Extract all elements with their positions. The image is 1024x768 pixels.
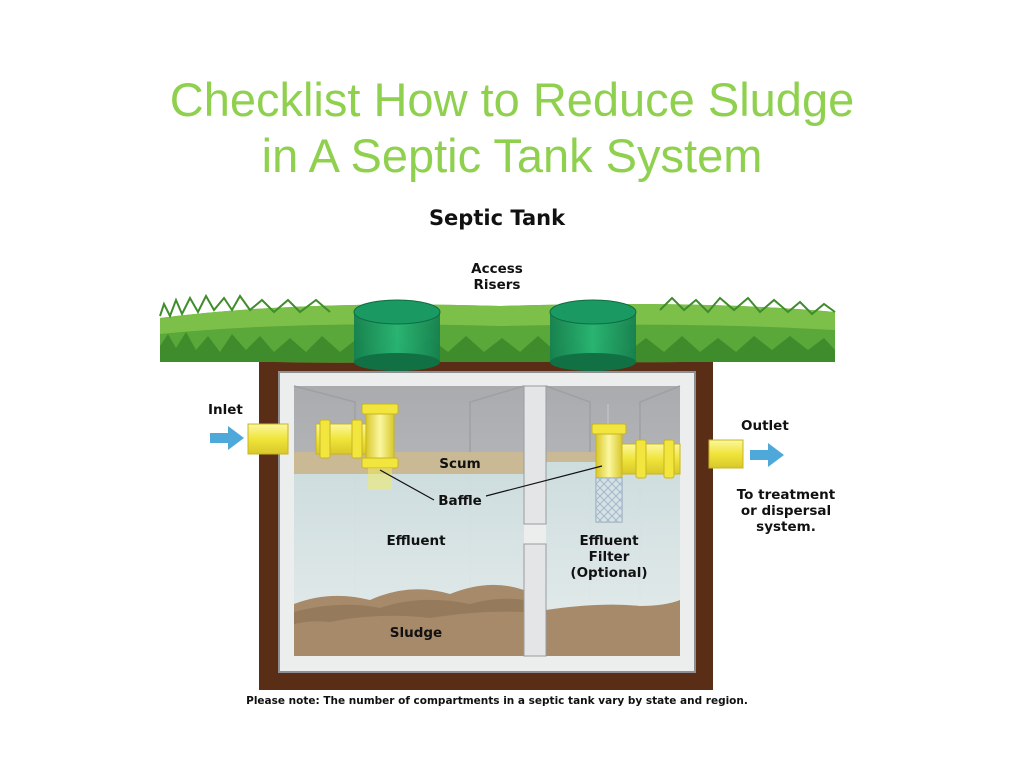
scum-layer (294, 452, 524, 474)
slide-title-line-1: Checklist How to Reduce Sludge (169, 73, 855, 126)
scum-label: Scum (439, 456, 480, 472)
effluent-filter (595, 477, 623, 523)
sludge-layer (294, 584, 524, 656)
access-risers-label-line-2: Risers (474, 277, 521, 293)
baffle-label: Baffle (438, 493, 482, 509)
sludge-label: Sludge (390, 625, 442, 641)
effluent-filter-label-line-3: (Optional) (570, 565, 647, 581)
effluent-filter-label-line-1: Effluent (579, 533, 639, 549)
inlet-pipe (247, 403, 399, 490)
access-riser-left (353, 299, 441, 371)
effluent-label: Effluent (386, 533, 446, 549)
diagram-title: Septic Tank (429, 206, 566, 230)
slide-title: Checklist How to Reduce Sludge in A Sept… (0, 72, 1024, 184)
outlet-arrow-icon (750, 443, 784, 467)
access-risers-label-line-1: Access (471, 261, 523, 277)
effluent-filter-label-line-2: Filter (589, 549, 630, 565)
outlet-label: Outlet (741, 418, 789, 434)
slide-title-line-2: in A Septic Tank System (261, 129, 763, 182)
access-riser-right (549, 299, 637, 371)
divider-wall (523, 385, 547, 657)
grass-strip (159, 293, 836, 363)
to-treatment-label-line-1: To treatment (737, 487, 836, 503)
inlet-arrow-icon (210, 426, 244, 450)
to-treatment-label-line-3: system. (756, 519, 816, 535)
to-treatment-label-line-2: or dispersal (741, 503, 831, 519)
compartment-note: Please note: The number of compartments … (246, 695, 748, 707)
inlet-label: Inlet (208, 402, 243, 418)
baffle-leader-lines (379, 465, 603, 501)
outlet-pipe (591, 404, 744, 479)
